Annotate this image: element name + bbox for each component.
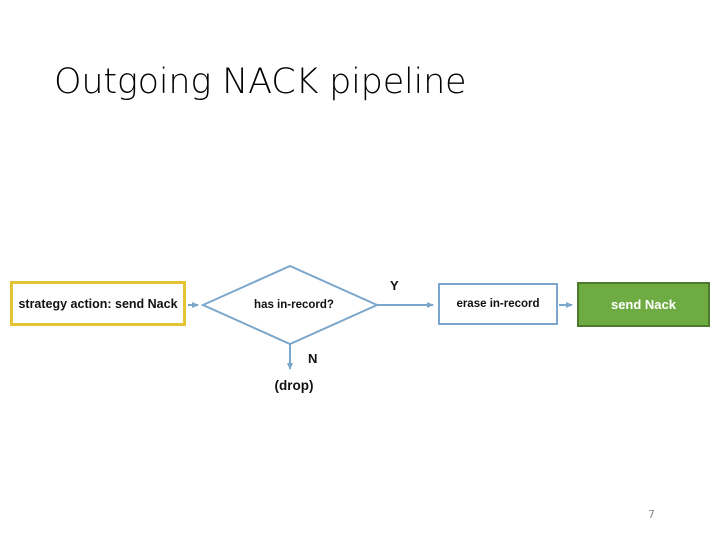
edge-label-yes: Y bbox=[390, 278, 399, 293]
edge-label-no: N bbox=[308, 351, 318, 366]
page-title: Outgoing NACK pipeline bbox=[54, 62, 467, 102]
node-strategy-action[interactable]: strategy action: send Nack bbox=[10, 281, 186, 326]
node-erase-in-record-label: erase in-record bbox=[456, 298, 540, 310]
node-drop-label: (drop) bbox=[274, 378, 314, 393]
node-erase-in-record[interactable]: erase in-record bbox=[438, 283, 558, 325]
node-send-nack-label: send Nack bbox=[610, 297, 677, 312]
page-number: 7 bbox=[648, 508, 655, 521]
node-decision-label: has in-record? bbox=[254, 299, 334, 311]
node-send-nack[interactable]: send Nack bbox=[577, 282, 710, 327]
node-decision-has-in-record[interactable]: has in-record? bbox=[248, 285, 340, 325]
node-strategy-action-label: strategy action: send Nack bbox=[18, 296, 178, 311]
